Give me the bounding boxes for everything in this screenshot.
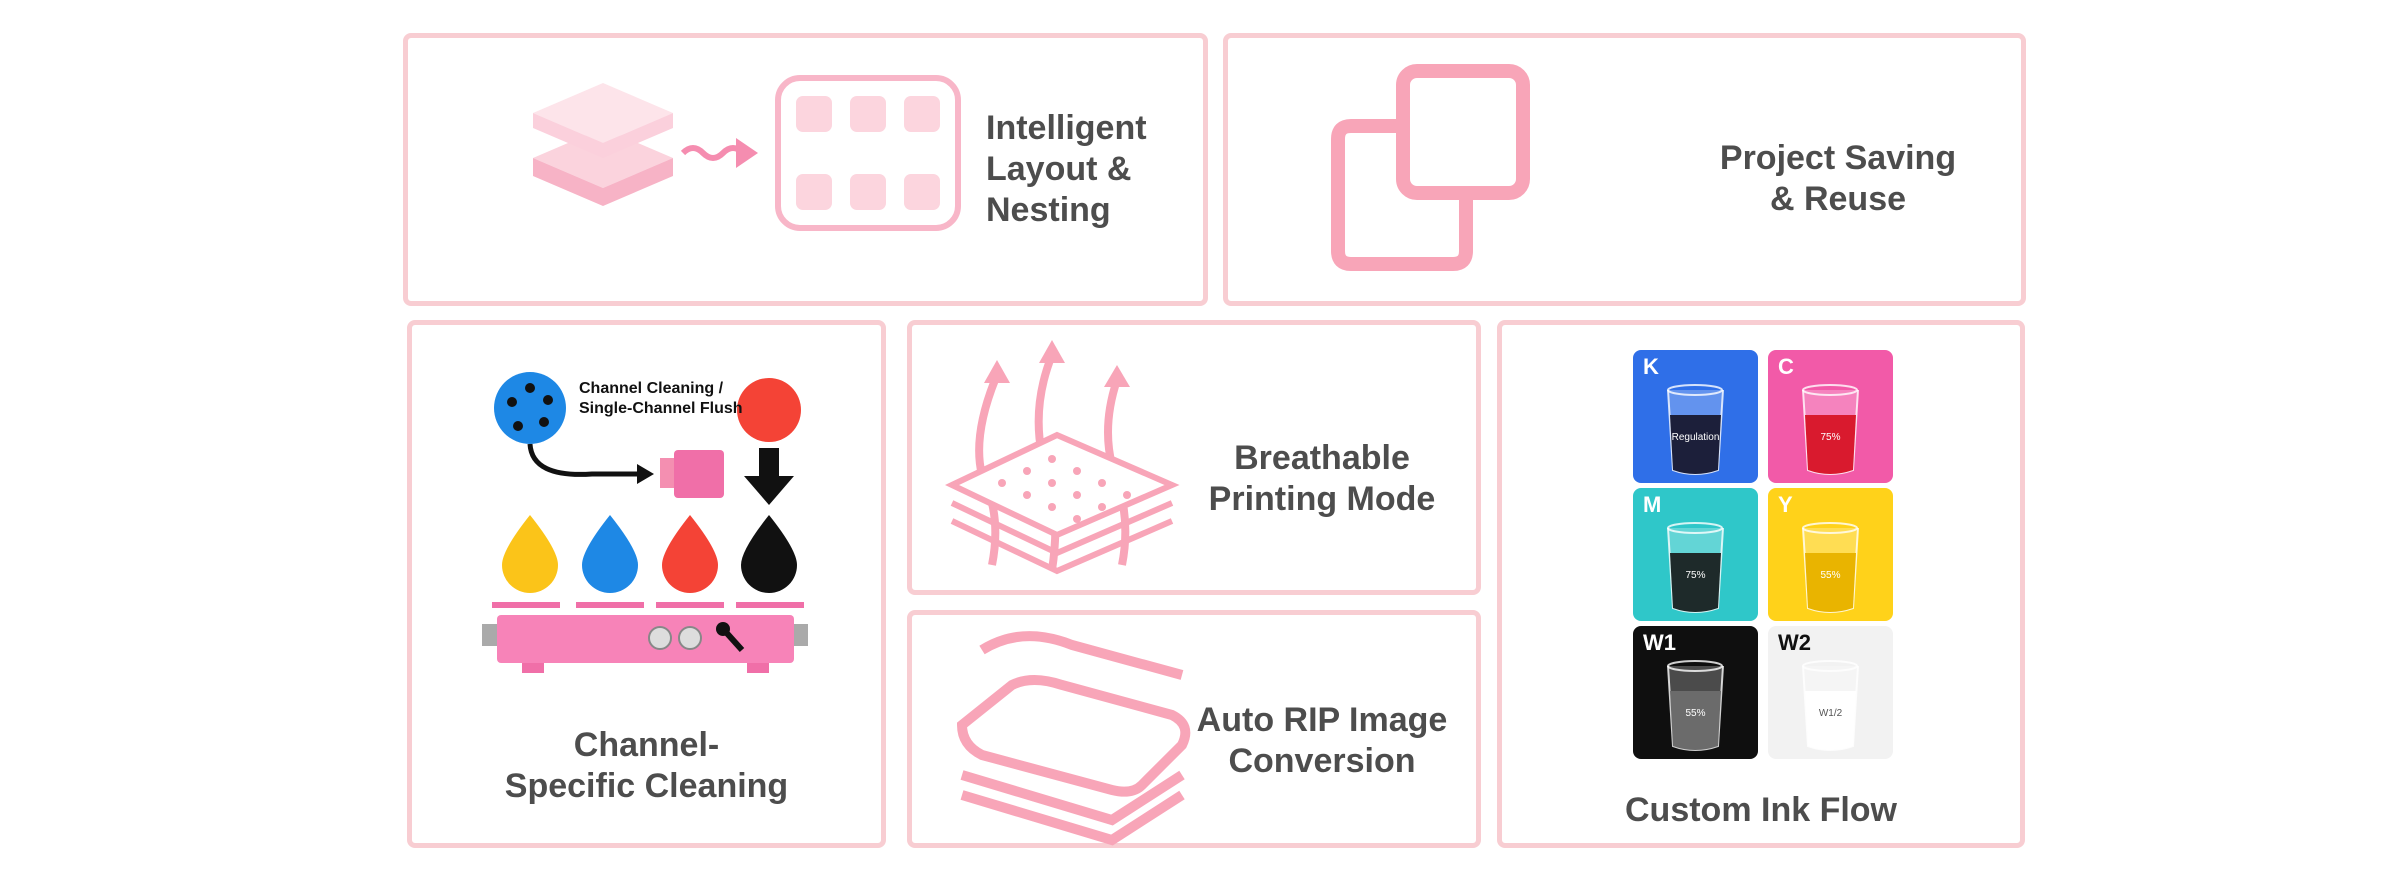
ink-channel-tile: C 75% — [1768, 350, 1893, 483]
layers-to-grid-icon — [533, 75, 961, 231]
ink-channel-tag: W2 — [1778, 630, 1811, 655]
feature-card-layout: Intelligent Layout & Nesting — [403, 33, 1208, 306]
ink-flow-value: Regulation — [1671, 432, 1720, 443]
ink-channel-tile: W1 55% — [1633, 626, 1758, 759]
breathable-fabric-icon — [945, 340, 1180, 575]
glass-icon — [1802, 660, 1859, 751]
ink-channel-tile: M 75% — [1633, 488, 1758, 621]
glass-icon — [1802, 384, 1859, 475]
ink-flow-value: W1/2 — [1818, 708, 1843, 719]
ink-channel-tag: C — [1778, 354, 1794, 379]
feature-title: Intelligent Layout & Nesting — [986, 109, 1147, 229]
stacked-sheets-icon — [956, 631, 1191, 846]
illustration-caption: Channel Cleaning / Single-Channel Flush — [579, 380, 743, 417]
ink-flow-value: 55% — [1685, 708, 1706, 719]
printhead-cleaning-icon — [482, 372, 808, 673]
glass-icon — [1667, 660, 1724, 751]
glass-icon — [1667, 522, 1724, 613]
glass-icon — [1802, 522, 1859, 613]
copy-squares-icon — [1331, 64, 1530, 271]
feature-title: Channel- Specific Cleaning — [504, 726, 789, 805]
feature-card-channel-cleaning: Channel Cleaning / Single-Channel Flush … — [407, 320, 886, 848]
feature-card-project-saving: Project Saving & Reuse — [1223, 33, 2026, 306]
feature-title: Custom Ink Flow — [1625, 791, 1897, 829]
ink-flow-value: 75% — [1820, 432, 1841, 443]
feature-title: Project Saving & Reuse — [1719, 139, 1957, 218]
ink-channel-tile: K Regulation — [1633, 350, 1758, 483]
ink-flow-value: 75% — [1685, 570, 1706, 581]
feature-card-auto-rip: Auto RIP Image Conversion — [907, 610, 1481, 848]
ink-channel-tag: M — [1643, 492, 1662, 517]
ink-channel-tag: K — [1643, 354, 1659, 379]
feature-title: Auto RIP Image Conversion — [1196, 701, 1448, 780]
ink-flow-value: 55% — [1820, 570, 1841, 581]
glass-icon — [1667, 384, 1724, 475]
feature-card-breathable: Breathable Printing Mode — [907, 320, 1481, 595]
ink-channel-tile: Y 55% — [1768, 488, 1893, 621]
ink-channel-tag: Y — [1778, 492, 1793, 517]
feature-title: Breathable Printing Mode — [1208, 439, 1436, 518]
ink-channel-tag: W1 — [1643, 630, 1676, 655]
